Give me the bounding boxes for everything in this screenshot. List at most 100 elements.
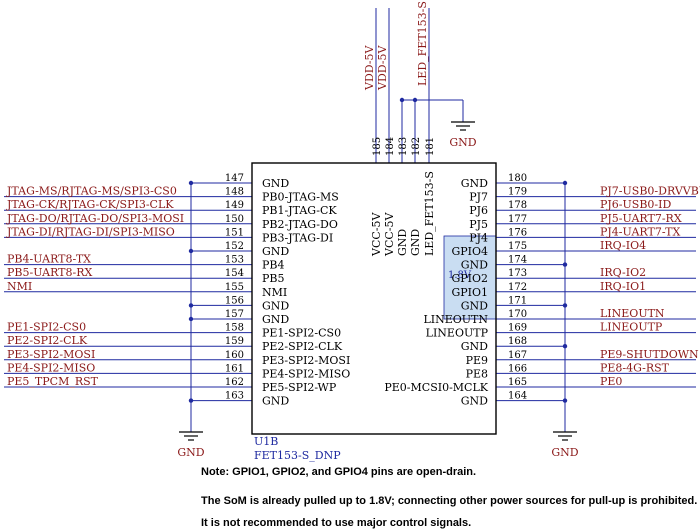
net-label: JTAG-DI/RJTAG-DI/SPI3-MISO <box>6 225 175 238</box>
pin-number: 148 <box>225 187 244 198</box>
net-label: PE9-SHUTDOWN <box>600 348 699 361</box>
net-label: VDD-5V <box>363 44 376 91</box>
pin-name: LED_FET153-S <box>423 171 436 256</box>
component-ref: U1B <box>254 435 278 448</box>
junction-dot <box>399 97 405 103</box>
net-label: JTAG-DO/RJTAG-DO/SPI3-MOSI <box>6 212 184 225</box>
pin-number: 179 <box>508 187 527 198</box>
pin-name: PE2-SPI2-CLK <box>262 340 343 353</box>
pin-number: 162 <box>225 377 244 388</box>
text-layer: JTAG-MS/RJTAG-MS/SPI3-CS0JTAG-CK/RJTAG-C… <box>6 1 700 462</box>
pin-name: PJ6 <box>469 204 488 217</box>
pin-number: 157 <box>225 309 244 320</box>
net-label: JTAG-MS/RJTAG-MS/SPI3-CS0 <box>6 185 177 198</box>
pin-name: GND <box>262 245 289 258</box>
pin-name: PE9 <box>466 354 488 367</box>
pin-name: PE8 <box>466 367 488 380</box>
ground-symbol-layer: GND GND GND <box>177 121 579 459</box>
ground-label: GND <box>551 446 578 459</box>
net-label: PE5_TPCM_RST <box>7 375 99 388</box>
pin-name: PJ5 <box>469 218 488 231</box>
pin-name: PB1-JTAG-CK <box>262 204 337 217</box>
pin-number: 161 <box>225 363 244 374</box>
net-label: PJ4-UART7-TX <box>600 225 680 238</box>
pin-name: GND <box>461 395 488 408</box>
pin-name: GND <box>262 177 289 190</box>
wire-layer <box>4 8 696 432</box>
net-label: PB4-UART8-TX <box>7 253 91 266</box>
pin-name: GPIO1 <box>451 286 488 299</box>
pin-number: 154 <box>225 268 244 279</box>
pin-number: 163 <box>225 391 244 402</box>
pin-name: GND <box>461 259 488 272</box>
pin-name: GND <box>409 229 422 256</box>
chip-layer <box>251 162 497 435</box>
note-line: It is not recommended to use major contr… <box>201 517 472 529</box>
ground-icon: GND <box>449 121 477 149</box>
pin-number: 172 <box>508 282 527 293</box>
pin-name: PB5 <box>262 272 284 285</box>
voltage-domain-label: 1.8V <box>448 270 472 281</box>
net-label: PE1-SPI2-CS0 <box>7 321 86 334</box>
net-label: PJ6-USB0-ID <box>600 198 671 211</box>
pin-name: GPIO4 <box>451 245 488 258</box>
pin-number: 171 <box>508 295 527 306</box>
pin-number: 166 <box>508 363 527 374</box>
pin-name: PB3-JTAG-DI <box>262 231 333 244</box>
pin-number: 183 <box>398 137 409 156</box>
pin-name: GND <box>262 313 289 326</box>
net-label: PB5-UART8-RX <box>7 266 92 279</box>
pin-name: PE4-SPI2-MISO <box>262 367 350 380</box>
ground-label: GND <box>177 446 204 459</box>
net-label: PE2-SPI2-CLK <box>7 334 88 347</box>
pin-name: LINEOUTP <box>426 327 489 340</box>
pin-name: GND <box>461 177 488 190</box>
ground-icon: GND <box>551 431 579 459</box>
net-label: PE4-SPI2-MISO <box>7 361 95 374</box>
net-label: PJ5-UART7-RX <box>600 212 682 225</box>
net-label: VDD-5V <box>376 44 389 91</box>
pin-number: 168 <box>508 336 527 347</box>
net-label: IRQ-IO1 <box>600 280 646 293</box>
net-label: PE8-4G-RST <box>600 361 670 374</box>
net-label: PE3-SPI2-MOSI <box>7 348 95 361</box>
pin-number: 151 <box>225 227 244 238</box>
pin-name: PB0-JTAG-MS <box>262 191 339 204</box>
pin-name: PB2-JTAG-DO <box>262 218 338 231</box>
pin-number: 147 <box>225 173 244 184</box>
pin-number: 167 <box>508 350 527 361</box>
pin-number: 152 <box>225 241 244 252</box>
pin-number: 150 <box>225 214 244 225</box>
pin-name: VCC-5V <box>383 212 396 257</box>
ground-icon: GND <box>177 431 205 459</box>
pin-number: 169 <box>508 323 527 334</box>
pin-number: 158 <box>225 323 244 334</box>
pin-number: 184 <box>385 137 396 156</box>
net-label: IRQ-IO4 <box>600 239 646 252</box>
pin-number: 164 <box>508 391 527 402</box>
junction-dot <box>412 97 418 103</box>
pin-name: GPIO2 <box>451 272 488 285</box>
pin-name: GND <box>461 299 488 312</box>
pin-name: VCC-5V <box>370 212 383 257</box>
pin-number: 165 <box>508 377 527 388</box>
pin-number: 149 <box>225 200 244 211</box>
pin-name: NMI <box>262 286 287 299</box>
pin-number: 181 <box>425 137 436 156</box>
pin-number: 156 <box>225 295 244 306</box>
net-label: PJ7-USB0-DRVVBUS <box>600 185 700 198</box>
gpio-highlight-layer: 1.8V <box>443 235 497 320</box>
pin-number: 178 <box>508 200 527 211</box>
net-label: NMI <box>7 280 32 293</box>
net-label: IRQ-IO2 <box>600 266 646 279</box>
pin-name: PE5-SPI2-WP <box>262 381 337 394</box>
pin-number: 180 <box>508 173 527 184</box>
pin-number: 155 <box>225 282 244 293</box>
component-value: FET153-S_DNP <box>254 449 341 462</box>
pin-name: LINEOUTN <box>423 313 488 326</box>
pin-number: 153 <box>225 255 244 266</box>
gpio-highlight-box <box>443 235 497 320</box>
pin-name: PE3-SPI2-MOSI <box>262 354 350 367</box>
